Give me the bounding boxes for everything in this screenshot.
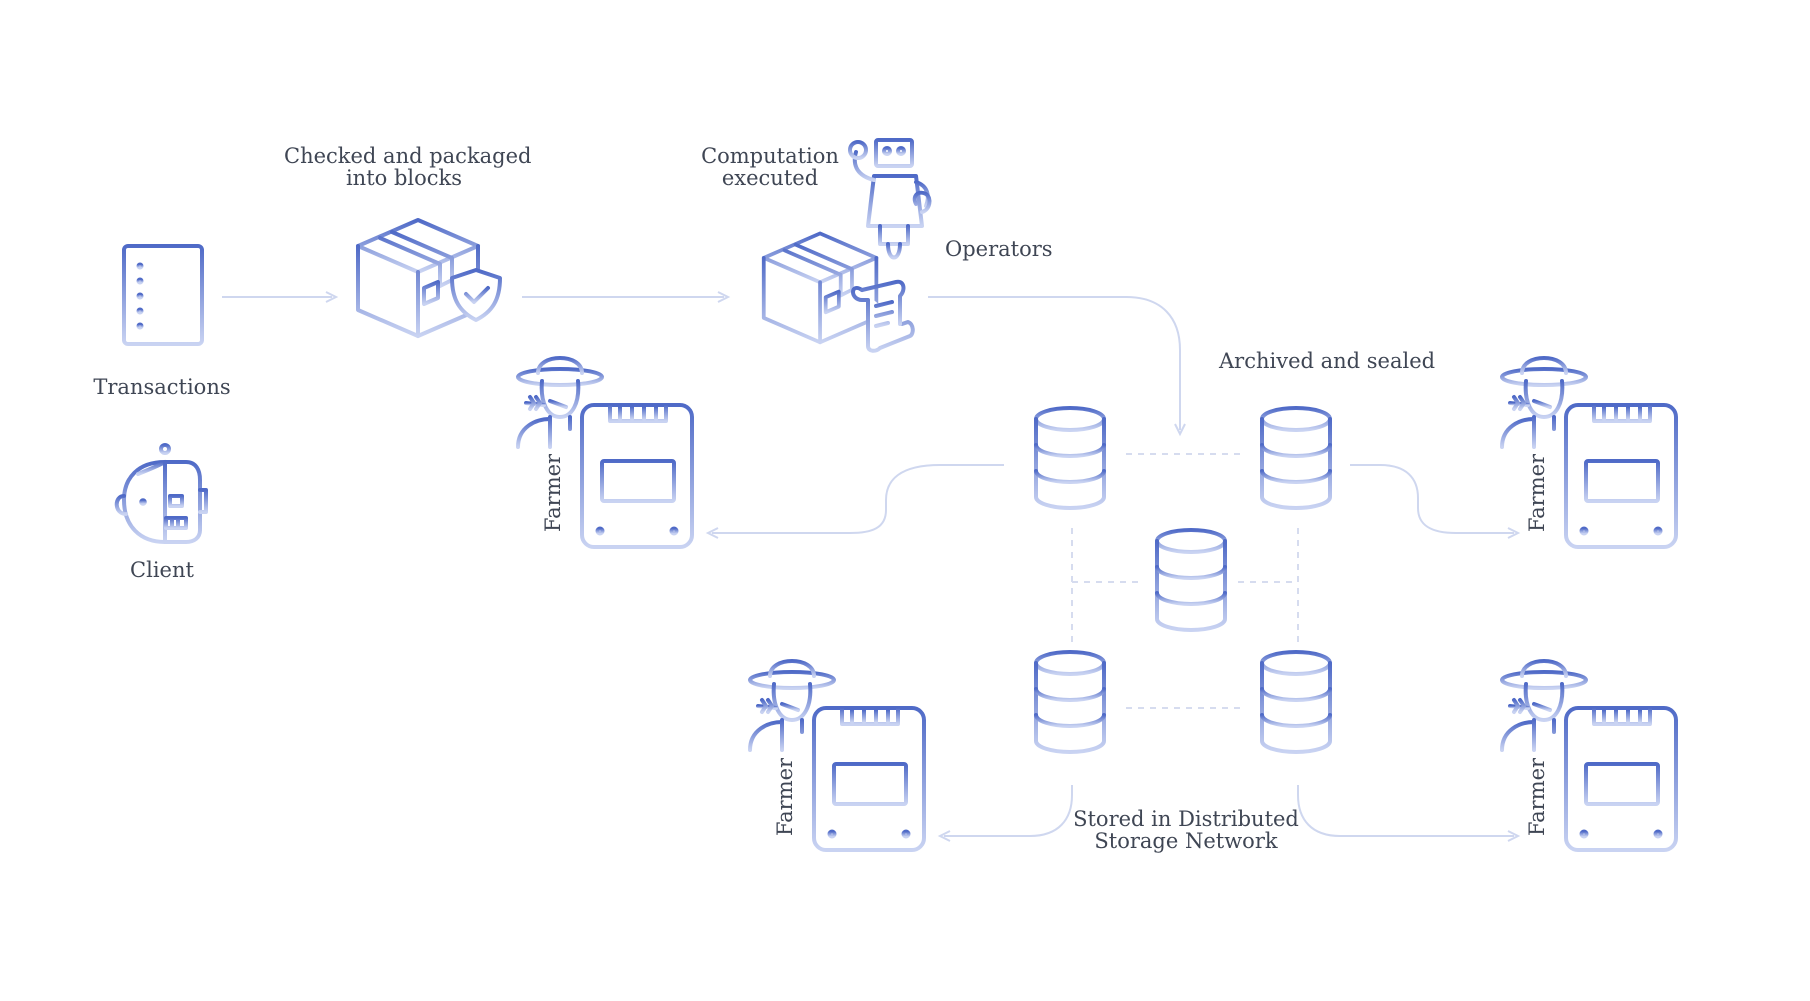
step-computation-line2: executed	[721, 166, 819, 190]
step-checked-line2: into blocks	[345, 166, 463, 190]
database-icon	[1155, 528, 1227, 632]
client-label: Client	[130, 558, 194, 582]
farmer-label: Farmer	[1525, 757, 1549, 836]
database-icon	[1260, 650, 1332, 754]
database-icon	[1260, 406, 1332, 510]
operators-label: Operators	[945, 237, 1053, 261]
connector-to-farmer-bottom-left	[944, 785, 1073, 837]
arrowhead	[717, 291, 731, 303]
stored-line2: Storage Network	[1094, 829, 1278, 853]
client-face-icon	[114, 443, 208, 544]
stored-line1: Stored in Distributed	[1073, 807, 1299, 831]
stored-label: Stored in Distributed Storage Network	[1066, 808, 1306, 852]
transactions-label: Transactions	[93, 375, 231, 399]
arrowhead	[1507, 527, 1521, 539]
farmer-label: Farmer	[541, 453, 565, 532]
step-checked-line1: Checked and packaged	[284, 144, 532, 168]
connector-computation-to-archive	[928, 296, 1181, 430]
connector-lines	[222, 291, 1521, 842]
robot-operator-icon	[848, 138, 932, 260]
arrowhead	[325, 291, 339, 303]
step-computation-line1: Computation	[701, 144, 839, 168]
connector-to-farmer-right	[1350, 464, 1514, 534]
box-scroll-icon	[761, 231, 915, 353]
archived-label: Archived and sealed	[1219, 349, 1436, 373]
farmer-label: Farmer	[1525, 453, 1549, 532]
document-icon	[122, 244, 204, 346]
step-checked-label: Checked and packaged into blocks	[284, 144, 532, 190]
farmer-label: Farmer	[773, 757, 797, 836]
connector-to-farmer-bottom-right	[1297, 785, 1514, 837]
arrowhead	[1507, 830, 1521, 842]
storage-network-links	[1071, 453, 1299, 709]
box-shield-icon	[356, 218, 502, 338]
arrowhead	[1174, 423, 1186, 437]
connector-to-farmer-left	[712, 464, 1004, 534]
database-icon	[1034, 406, 1106, 510]
database-icon	[1034, 650, 1106, 754]
arrowhead	[705, 527, 719, 539]
step-computation-label: Computation executed	[690, 145, 850, 189]
arrowhead	[937, 830, 951, 842]
